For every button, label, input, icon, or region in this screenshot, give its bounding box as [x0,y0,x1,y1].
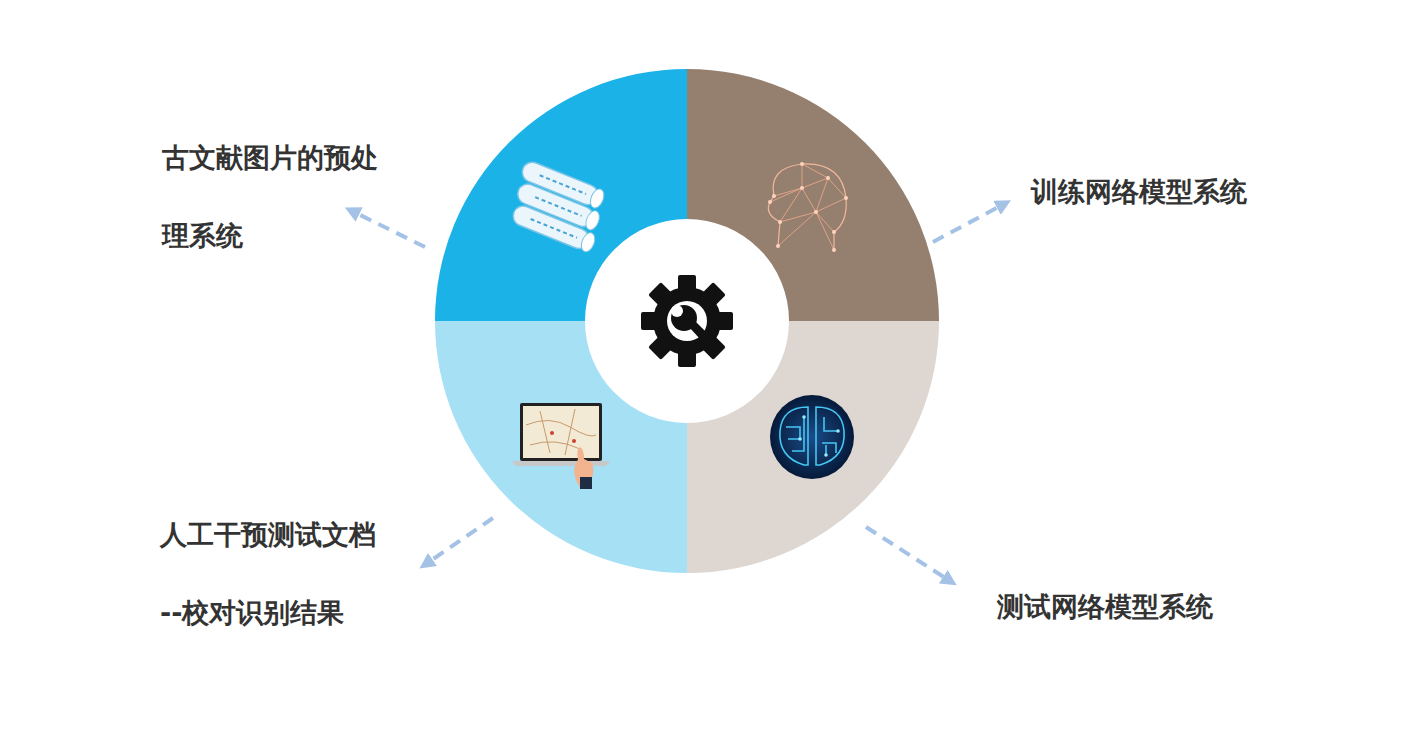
gear-icon [641,275,733,367]
donut-ring [435,69,939,573]
scroll-icon [503,159,614,254]
system-label: 训练网络模型系统 [1031,172,1247,212]
system-label: 古文献图片的预处理系统 [162,119,394,275]
leader-arrow [426,518,493,564]
system-label: 测试网络模型系统 [997,587,1213,627]
brain-icon [770,395,854,479]
center-circle [585,219,789,423]
leader-arrow [933,204,1004,242]
laptop-icon [512,403,610,489]
system-label: 人工干预测试文档 [160,515,376,555]
system-label: --校对识别结果 [160,593,344,633]
leader-arrow [352,211,425,247]
ai-head-icon [768,162,848,252]
leader-arrows [352,204,1004,581]
leader-arrow [866,527,950,581]
